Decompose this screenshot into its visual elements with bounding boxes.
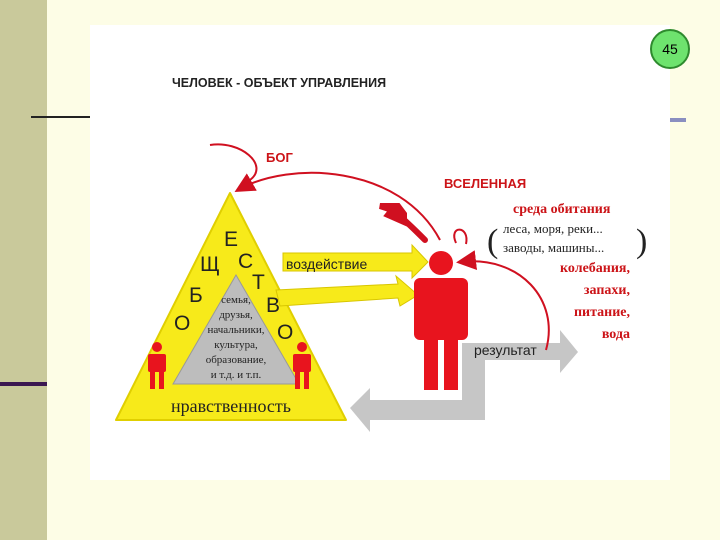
habitat-title: среда обитания <box>513 202 611 217</box>
result-label: результат <box>474 342 537 358</box>
sidebar-strip <box>0 0 47 540</box>
society-letter-o-left: О <box>174 312 190 335</box>
society-letter-shch: Щ <box>200 253 220 276</box>
society-item-5: образование, <box>206 354 267 366</box>
society-item-4: культура, <box>214 339 258 351</box>
factor-3: питание, <box>574 305 630 320</box>
factor-1: колебания, <box>560 261 630 276</box>
society-letter-e: Е <box>224 228 238 251</box>
influence-arrow-upper <box>282 243 429 280</box>
society-letter-t: Т <box>252 271 265 294</box>
habitat-line-1: леса, моря, реки... <box>503 221 603 236</box>
universe-label: ВСЕЛЕННАЯ <box>444 176 526 191</box>
society-item-1: семья, <box>221 294 251 306</box>
sidebar-divider <box>0 382 47 386</box>
factor-4: вода <box>602 327 630 342</box>
society-letter-b: Б <box>189 284 203 307</box>
god-label: БОГ <box>266 150 293 165</box>
society-letter-o-right: О <box>277 321 293 344</box>
self-loop-arrow <box>453 228 468 245</box>
accent-rule <box>668 118 686 122</box>
small-person-left <box>148 342 166 389</box>
open-paren-icon: ( <box>487 223 498 260</box>
title-rule <box>31 116 91 118</box>
slide-number-badge: 45 <box>650 29 690 69</box>
society-letter-s: С <box>238 250 253 273</box>
society-item-3: начальники, <box>207 324 264 336</box>
god-arrow-top <box>209 143 258 181</box>
god-arrow <box>234 171 441 241</box>
upward-red-arrow <box>379 203 428 243</box>
habitat-arrow <box>456 250 550 351</box>
society-item-2: друзья, <box>219 309 253 321</box>
factor-2: запахи, <box>584 283 630 298</box>
society-letter-v: В <box>266 294 280 317</box>
small-person-right <box>293 342 311 389</box>
society-inner-triangle <box>172 274 300 385</box>
person-figure <box>414 251 468 390</box>
slide-title: ЧЕЛОВЕК - ОБЪЕКТ УПРАВЛЕНИЯ <box>172 76 386 90</box>
close-paren-icon: ) <box>636 223 647 260</box>
society-item-6: и т.д. и т.п. <box>211 369 262 381</box>
morality-label: нравственность <box>171 396 291 416</box>
influence-arrow-lower <box>275 274 419 307</box>
influence-label: воздействие <box>286 256 367 272</box>
slide-number: 45 <box>662 41 678 57</box>
result-arrow <box>350 330 578 432</box>
habitat-line-2: заводы, машины... <box>503 240 604 255</box>
